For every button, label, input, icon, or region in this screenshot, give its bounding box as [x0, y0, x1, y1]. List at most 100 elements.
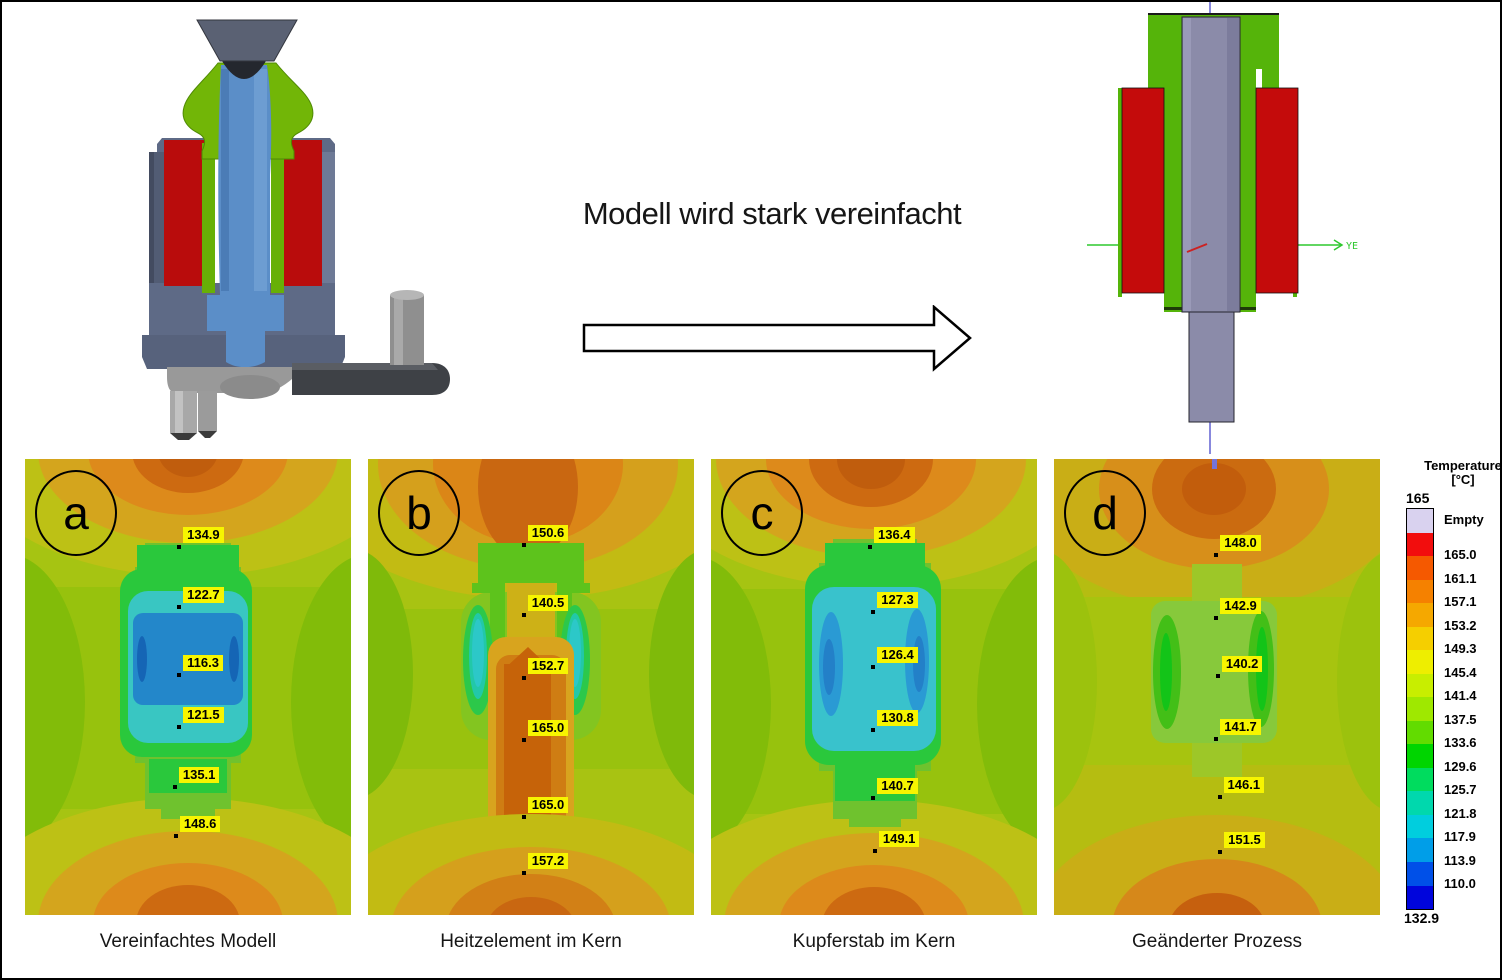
legend-max-value: 165 [1406, 490, 1430, 506]
legend-color-band [1407, 579, 1433, 604]
thermal-panel-b: b 150.6 140.5 152.7 165.0 165.0 157.2 [368, 459, 694, 915]
temperature-label: 141.7 [1214, 718, 1261, 741]
legend-min-value: 132.9 [1404, 910, 1440, 926]
panel-letter-badge: d [1064, 470, 1146, 556]
simplified-heaters [1121, 87, 1299, 294]
temperature-label: 126.4 [871, 646, 918, 669]
temperature-label: 142.9 [1214, 598, 1261, 621]
temperature-label: 150.6 [521, 525, 569, 548]
nozzle-tip-plate [167, 367, 292, 399]
panel-letter-badge: b [378, 470, 460, 556]
legend-color-band [1407, 626, 1433, 651]
temperature-label: 121.5 [177, 707, 224, 730]
detailed-model-figure [142, 19, 450, 440]
temperature-label: 127.3 [871, 592, 918, 615]
panel-caption-d: Geänderter Prozess [1131, 931, 1303, 952]
temperature-label: 135.1 [172, 766, 220, 789]
legend-title-line2: [°C] [1451, 472, 1475, 488]
temperature-label: 151.5 [1218, 832, 1265, 854]
legend-color-band [1407, 720, 1433, 745]
panel-letter: a [63, 487, 89, 539]
temperature-label: 134.9 [177, 526, 224, 549]
temperature-label: 136.4 [868, 526, 915, 549]
panel-caption-b: Heitzelement im Kern [440, 931, 622, 952]
legend-color-band [1407, 673, 1433, 698]
thermal-map-b [368, 459, 694, 915]
temperature-label: 148.0 [1214, 535, 1261, 558]
legend-boundary-value: 110.0 [1444, 876, 1476, 892]
legend-boundary-value: 137.5 [1444, 711, 1477, 727]
legend-boundary-value: 133.6 [1444, 735, 1477, 751]
panel-letter: d [1092, 487, 1118, 539]
axis-label: YE [1346, 241, 1358, 252]
melt-channel [207, 65, 284, 368]
temperature-label: 165.0 [521, 796, 569, 819]
legend-boundary-value: 141.4 [1444, 688, 1477, 704]
temperature-label: 165.0 [521, 719, 569, 742]
legend-empty-label: Empty [1444, 511, 1484, 527]
legend-color-band [1407, 814, 1433, 839]
hot-spot-bottom [711, 800, 1037, 915]
temperature-label: 152.7 [521, 657, 569, 680]
legend-color-band [1407, 861, 1433, 886]
transform-arrow [582, 305, 972, 372]
mild-cool-region [1151, 564, 1277, 777]
panel-letter: b [406, 487, 432, 539]
legend-color-band [1407, 603, 1433, 627]
legend-color-band [1407, 744, 1433, 768]
sprue-gap [222, 61, 266, 79]
axis-remnant [1212, 459, 1217, 469]
top-edge [1148, 13, 1279, 16]
temperature-label: 157.2 [521, 852, 569, 875]
legend-color-band [1407, 767, 1433, 792]
transform-caption: Modell wird stark vereinfacht [582, 196, 962, 231]
legend-boundary-value: 113.9 [1444, 852, 1476, 868]
panel-caption-a: Vereinfachtes Modell [99, 931, 277, 952]
legend-boundary-value: 145.4 [1444, 664, 1477, 680]
temperature-label: 140.2 [1215, 655, 1263, 678]
legend-boundary-value: 157.1 [1444, 594, 1477, 610]
temperature-label: 116.3 [177, 655, 223, 678]
legend-boundary-value: 165.0 [1444, 547, 1477, 563]
panel-letter-badge: a [35, 470, 117, 556]
legend-boundary-value: 121.8 [1444, 805, 1477, 821]
legend-boundary-value: 117.9 [1444, 829, 1476, 845]
legend-boundary-value: 129.6 [1444, 758, 1477, 774]
tip-pins [170, 391, 217, 440]
legend-color-band [1407, 532, 1433, 557]
legend-boundary-value: 161.1 [1444, 570, 1477, 586]
legend-color-band [1407, 556, 1433, 580]
panel-letter: c [750, 487, 774, 539]
simplified-model-figure: YE [1087, 2, 1358, 454]
temperature-label: 140.5 [521, 594, 569, 617]
hot-spot-bottom [25, 798, 351, 915]
legend-title-line1: Temperature [1424, 458, 1502, 473]
legend-color-band [1407, 791, 1433, 815]
panel-letter-badge: c [721, 470, 803, 556]
panel-caption-c: Kupferstab im Kern [792, 931, 956, 952]
legend-boundary-value: 125.7 [1444, 782, 1477, 798]
hot-spot-bottom [1054, 815, 1380, 915]
legend-color-band [1407, 650, 1433, 674]
legend-color-band [1407, 509, 1433, 533]
legend-title: Temperature [°C] [1422, 458, 1502, 488]
legend-colorbar [1406, 508, 1434, 910]
legend-color-band [1407, 697, 1433, 721]
temperature-label: 149.1 [872, 831, 920, 854]
label-layer: 150.6 140.5 152.7 165.0 165.0 157.2 [368, 459, 694, 915]
thermal-map-d [1054, 459, 1380, 915]
sprue-funnel [196, 19, 298, 62]
temperature-label: 148.6 [173, 816, 221, 839]
legend-color-band [1407, 885, 1433, 910]
axis-lines: YE [1087, 2, 1358, 454]
legend-boundary-value: 149.3 [1444, 641, 1477, 657]
side-arm [292, 290, 450, 395]
